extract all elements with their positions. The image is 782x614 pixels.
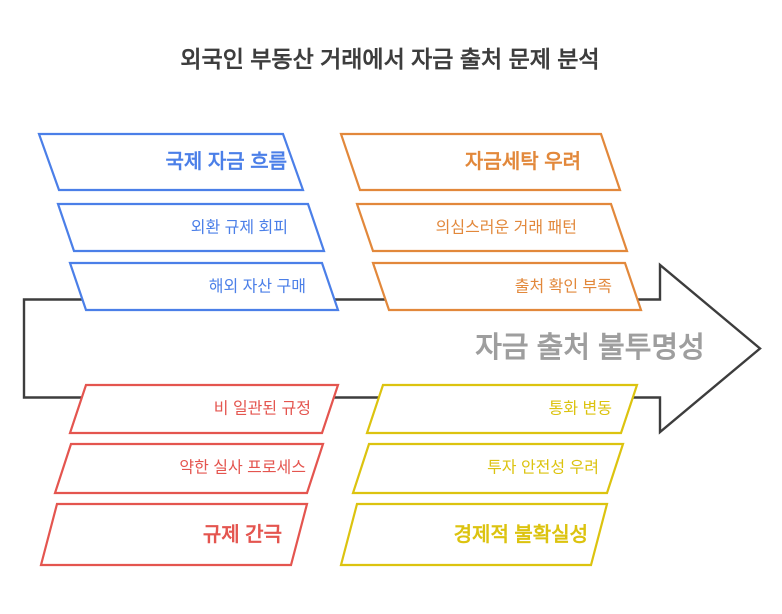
node-label-international-fund-flow-item-1: 외환 규제 회피 <box>191 219 288 237</box>
node-box-international-fund-flow-header <box>37 132 305 192</box>
node-box-regulatory-gap-header <box>39 502 309 567</box>
diagram-title: 외국인 부동산 거래에서 자금 출처 문제 분석 <box>180 46 599 72</box>
node-box-economic-uncertainty-header <box>339 502 609 567</box>
node-label-money-laundering-header: 자금세탁 우려 <box>465 150 581 173</box>
node-label-economic-uncertainty-header: 경제적 불확실성 <box>454 522 588 546</box>
node-label-regulatory-gap-header: 규제 간극 <box>203 523 282 546</box>
node-label-international-fund-flow-header: 국제 자금 흐름 <box>165 150 287 173</box>
node-box-international-fund-flow-item-2 <box>68 261 340 312</box>
node-box-economic-uncertainty-item-2 <box>351 442 625 495</box>
node-label-international-fund-flow-item-2: 해외 자산 구매 <box>209 278 306 296</box>
node-box-regulatory-gap-item-2 <box>53 442 325 495</box>
node-box-economic-uncertainty-item-1 <box>365 383 639 435</box>
node-box-money-laundering-header <box>339 132 622 192</box>
node-label-money-laundering-item-2: 출처 확인 부족 <box>515 278 612 296</box>
node-label-regulatory-gap-item-1: 비 일관된 규정 <box>214 400 311 418</box>
node-box-money-laundering-item-2 <box>371 261 643 312</box>
node-box-international-fund-flow-item-1 <box>56 202 326 253</box>
node-label-money-laundering-item-1: 의심스러운 거래 패턴 <box>436 219 577 237</box>
node-box-regulatory-gap-item-1 <box>68 383 340 435</box>
node-label-economic-uncertainty-item-1: 통화 변동 <box>549 400 612 418</box>
node-label-regulatory-gap-item-2: 약한 실사 프로세스 <box>179 459 306 477</box>
node-box-money-laundering-item-1 <box>355 202 629 253</box>
center-conclusion-label: 자금 출처 불투명성 <box>475 331 705 364</box>
node-label-economic-uncertainty-item-2: 투자 안전성 우려 <box>487 459 599 477</box>
